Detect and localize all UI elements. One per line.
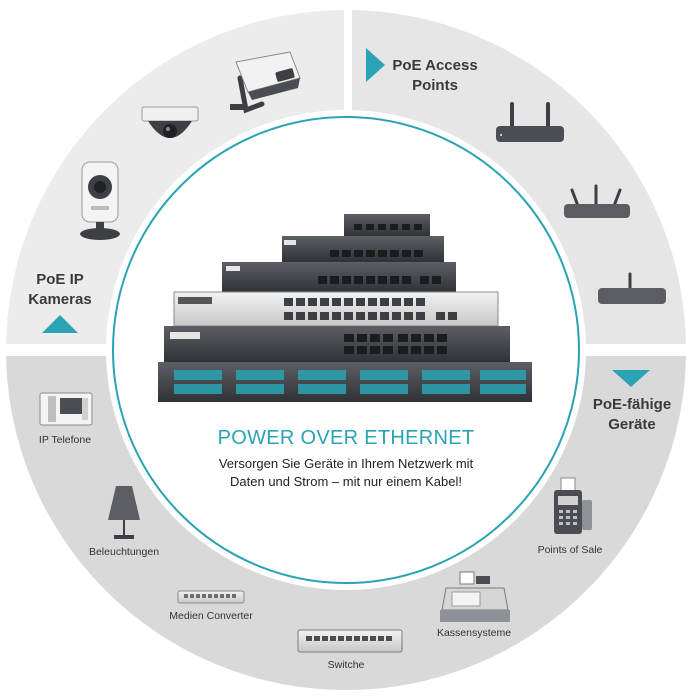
devices-arrow-down-icon <box>612 370 650 387</box>
lamp-icon <box>108 486 140 539</box>
bullet-camera-icon <box>230 51 301 114</box>
cube-camera-icon <box>80 161 120 240</box>
device-label-switches: Switche <box>327 659 365 671</box>
center-subtitle: Versorgen Sie Geräte in Ihrem Netzwerk m… <box>170 455 522 491</box>
ip-phone-icon <box>39 392 93 426</box>
center-subtitle-line2: Daten und Strom – mit nur einem Kabel! <box>230 474 462 489</box>
switch-unit-6 <box>158 362 532 402</box>
cameras-title-line2: Kameras <box>28 291 92 308</box>
access-points-title-line1: PoE Access <box>392 57 478 74</box>
cameras-title: PoE IP Kameras <box>20 270 100 310</box>
media-converter-icon <box>177 590 245 604</box>
cameras-title-line1: PoE IP <box>36 271 84 288</box>
access-points-title-line2: Points <box>412 77 458 94</box>
switch-unit-4 <box>173 291 499 327</box>
switch-unit-5 <box>164 326 510 362</box>
device-label-lighting: Beleuchtungen <box>88 546 160 558</box>
access-points-arrow-right-icon <box>366 48 385 82</box>
switch-icon <box>297 629 403 653</box>
devices-title-line2: Geräte <box>608 416 656 433</box>
pos-terminal-icon <box>554 477 592 534</box>
center-subtitle-line1: Versorgen Sie Geräte in Ihrem Netzwerk m… <box>218 456 474 471</box>
devices-title: PoE-fähige Geräte <box>582 395 682 435</box>
switch-stack-image <box>158 214 532 402</box>
device-label-points-of-sale: Points of Sale <box>537 544 603 556</box>
cash-register-icon <box>440 571 510 622</box>
router-icon-3 <box>598 272 666 304</box>
cameras-arrow-up-icon <box>42 315 78 333</box>
device-label-ip-phones: IP Telefone <box>38 434 92 446</box>
switch-unit-1 <box>344 214 430 236</box>
devices-title-line1: PoE-fähige <box>592 396 672 413</box>
device-label-media-converter: Medien Converter <box>169 610 253 622</box>
switch-unit-2 <box>282 236 444 262</box>
router-icon-1 <box>496 102 564 142</box>
dome-camera-icon <box>141 106 199 138</box>
router-icon-2 <box>564 184 630 218</box>
center-title: POWER OVER ETHERNET <box>217 427 475 449</box>
access-points-title: PoE Access Points <box>384 56 486 96</box>
device-label-cash-registers: Kassensysteme <box>436 627 512 639</box>
